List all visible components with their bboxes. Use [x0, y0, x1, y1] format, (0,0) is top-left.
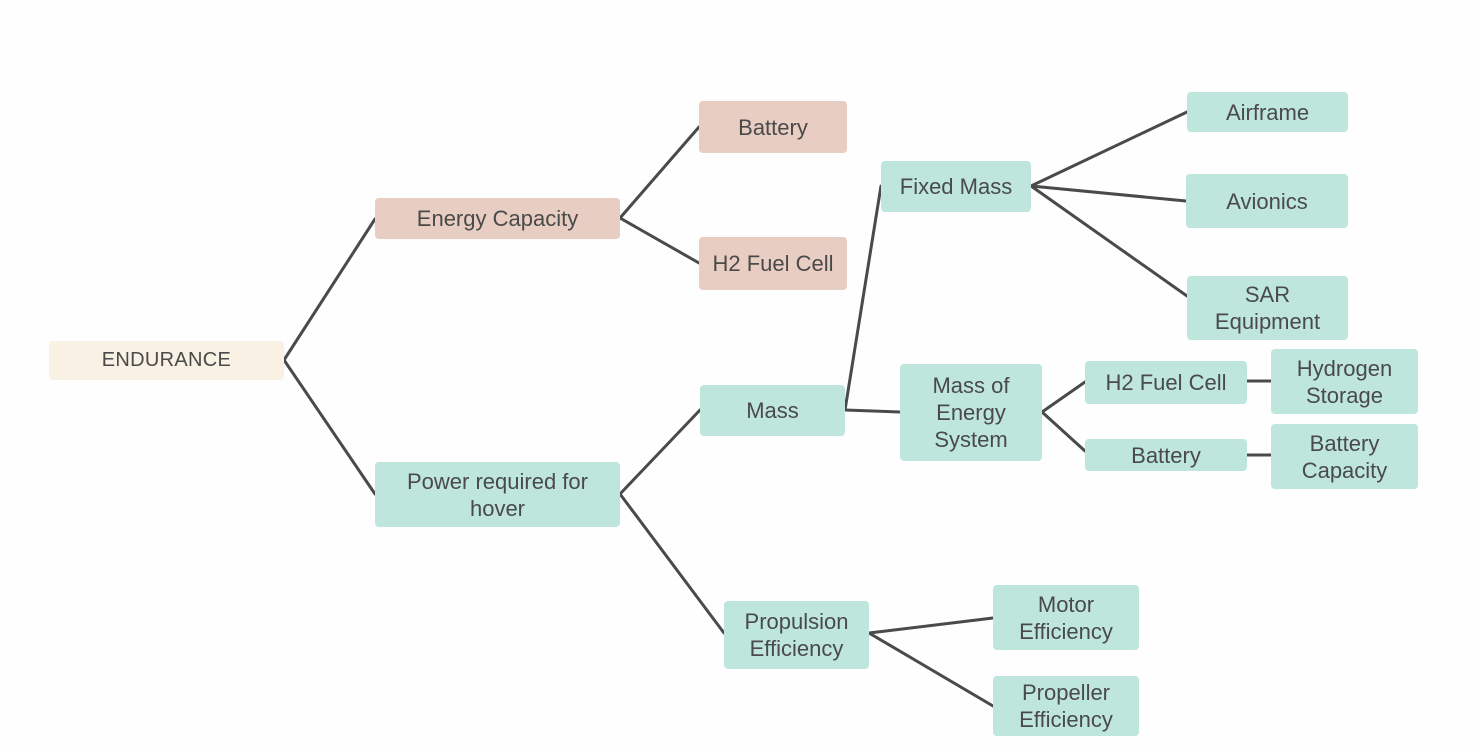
- node-label: Avionics: [1226, 188, 1308, 214]
- node-label: Propeller Efficiency: [1019, 680, 1113, 732]
- edge-energy-system-battery: [1040, 410, 1087, 453]
- edge-energy-capacity-h2-fuel-cell: [618, 216, 701, 265]
- edge-energy-system-h2: [1040, 380, 1087, 414]
- node-label: Hydrogen Storage: [1296, 355, 1393, 408]
- node-label: Propulsion Efficiency: [744, 609, 849, 661]
- edge-fixed-mass-airframe: [1029, 110, 1189, 188]
- node-motor-efficiency: Motor Efficiency: [993, 585, 1139, 650]
- node-label: H2 Fuel Cell: [1105, 370, 1227, 395]
- node-avionics: Avionics: [1186, 174, 1348, 228]
- node-label: Battery: [1131, 442, 1201, 468]
- edge-endurance-power-required: [282, 358, 377, 496]
- node-hydrogen-storage: Hydrogen Storage: [1271, 349, 1418, 414]
- node-power-required-for-hover: Power required for hover: [375, 462, 620, 527]
- edge-propulsion-propeller: [867, 631, 995, 708]
- node-label: Mass: [746, 398, 799, 423]
- node-propulsion-efficiency: Propulsion Efficiency: [724, 601, 869, 669]
- node-label: Energy Capacity: [416, 206, 579, 231]
- edge-mass-energy-system: [843, 408, 902, 414]
- node-label: Mass of Energy System: [932, 373, 1010, 452]
- node-propeller-efficiency: Propeller Efficiency: [993, 676, 1139, 736]
- node-sar-equipment: SAR Equipment: [1187, 276, 1348, 340]
- node-label: Fixed Mass: [899, 174, 1013, 199]
- node-battery-source: Battery: [699, 101, 847, 153]
- node-energy-capacity: Energy Capacity: [375, 198, 620, 239]
- edge-mass-fixed-mass: [843, 184, 883, 412]
- node-mass-of-energy-system: Mass of Energy System: [900, 364, 1042, 461]
- node-label: Battery: [738, 114, 808, 140]
- edge-power-required-mass: [618, 408, 702, 496]
- node-battery-capacity: Battery Capacity: [1271, 424, 1418, 489]
- node-label: Motor Efficiency: [1019, 591, 1113, 644]
- edge-endurance-energy-capacity: [282, 217, 377, 362]
- edge-fixed-mass-avionics: [1029, 184, 1188, 203]
- node-label: H2 Fuel Cell: [712, 251, 834, 276]
- node-label: Battery Capacity: [1301, 430, 1388, 483]
- edge-power-required-propulsion: [618, 492, 726, 635]
- node-fixed-mass: Fixed Mass: [881, 161, 1031, 212]
- edge-fixed-mass-sar: [1029, 184, 1189, 298]
- node-h2-fuel-cell-source: H2 Fuel Cell: [699, 237, 847, 290]
- node-label: ENDURANCE: [101, 349, 232, 371]
- node-label: Power required for hover: [407, 468, 588, 521]
- node-h2-fuel-cell-mass: H2 Fuel Cell: [1085, 361, 1247, 404]
- edge-propulsion-motor: [867, 616, 995, 635]
- node-label: SAR Equipment: [1214, 282, 1321, 334]
- node-mass: Mass: [700, 385, 845, 436]
- node-battery-mass: Battery: [1085, 439, 1247, 471]
- node-airframe: Airframe: [1187, 92, 1348, 132]
- node-label: Airframe: [1225, 99, 1310, 125]
- node-endurance: ENDURANCE: [49, 341, 284, 380]
- edge-energy-capacity-battery: [618, 125, 701, 220]
